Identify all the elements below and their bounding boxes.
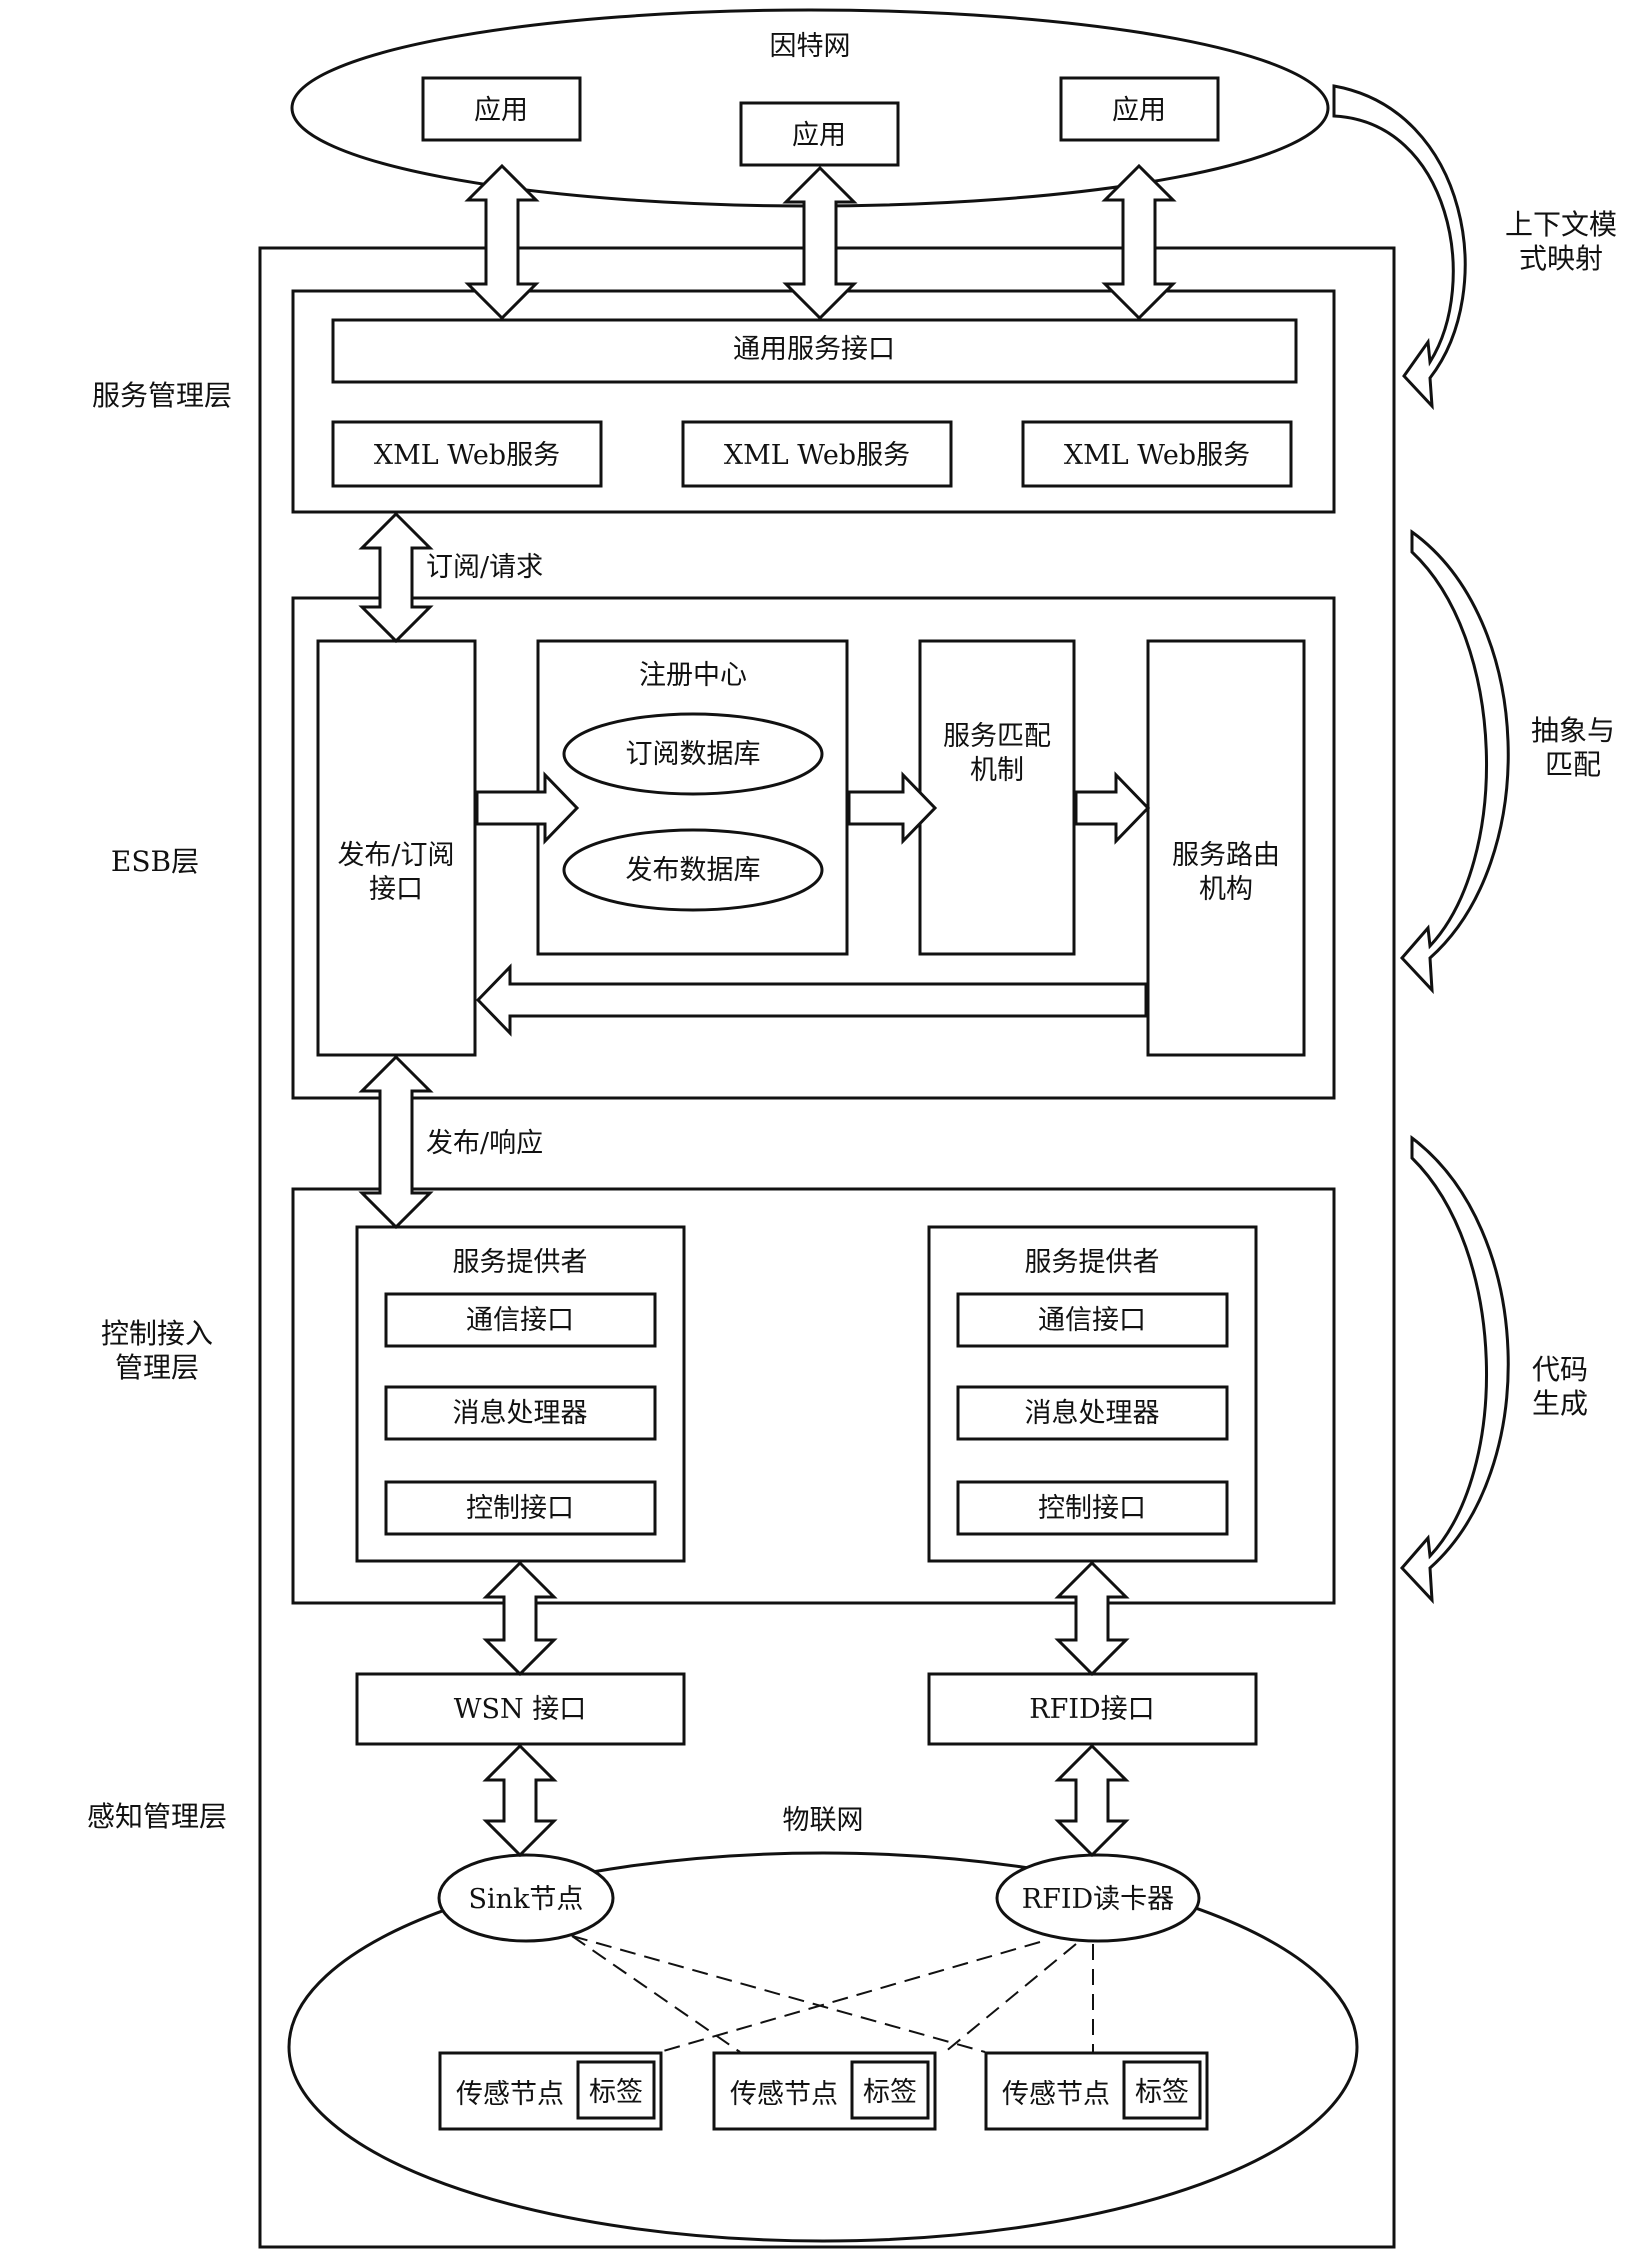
tag-box-1 (576, 2060, 656, 2120)
curved-arrow-code-generation (1399, 1134, 1510, 1605)
web-service-label-3: XML Web服务 (1064, 440, 1250, 471)
message-processor-label-2: 消息处理器 (1025, 1398, 1160, 1429)
sensor-node-label-3: 传感节点 (1002, 2079, 1110, 2110)
tag-label-2: 标签 (863, 2077, 917, 2108)
sensor-node-label-2: 传感节点 (730, 2079, 838, 2110)
side-label-context-mapping-line1: 上下文模 (1505, 208, 1617, 241)
rfid-reader-ellipse (995, 1853, 1201, 1943)
side-label-abstraction-line2: 匹配 (1545, 748, 1601, 781)
side-label-code-generation-line2: 生成 (1532, 1387, 1588, 1420)
control-interface-label-2: 控制接口 (1038, 1493, 1146, 1524)
double-arrow-app2-to-service-interface (782, 165, 858, 321)
double-arrow-provider2-to-rfid (1054, 1560, 1130, 1677)
iot-title: 物联网 (783, 1805, 864, 1836)
double-arrow-provider1-to-wsn (482, 1560, 558, 1677)
web-service-box-2 (681, 420, 953, 488)
web-service-box-1 (331, 420, 603, 488)
double-arrow-app3-to-service-interface (1101, 163, 1177, 321)
iot-ellipse (287, 1851, 1359, 2243)
rfid-interface-box (927, 1672, 1258, 1746)
pubsub-interface-label-line1: 发布/订阅 (337, 840, 454, 871)
layer-label-control-access-line2: 管理层 (115, 1351, 199, 1384)
comm-interface-box-1 (384, 1292, 657, 1348)
layer-label-esb: ESB层 (111, 845, 199, 878)
tag-label-1: 标签 (589, 2077, 643, 2108)
app-box-3 (1059, 76, 1220, 142)
side-label-code-generation-line1: 代码 (1532, 1353, 1588, 1386)
web-service-label-1: XML Web服务 (374, 440, 560, 471)
publish-db-label: 发布数据库 (626, 855, 761, 886)
curved-arrow-context-mapping (1332, 84, 1467, 411)
common-service-interface-label: 通用服务接口 (733, 334, 895, 365)
arrow-routing-to-pubsub (475, 963, 1148, 1037)
internet-title: 因特网 (770, 31, 851, 62)
pubsub-interface-label-line2: 接口 (369, 874, 423, 905)
service-routing-box (1146, 639, 1306, 1057)
sink-node-ellipse (437, 1853, 615, 1943)
rfid-reader-label: RFID读卡器 (1022, 1884, 1174, 1915)
web-service-label-2: XML Web服务 (724, 440, 910, 471)
double-arrow-app1-to-service-interface (464, 163, 540, 321)
double-arrow-service-to-esb (358, 511, 434, 644)
service-routing-label-line2: 机构 (1199, 874, 1253, 905)
dashed-link-sink-to-node3 (571, 1935, 986, 2053)
service-provider-title-1: 服务提供者 (453, 1247, 588, 1278)
control-interface-box-2 (956, 1480, 1229, 1536)
dashed-link-reader-to-node1 (659, 1941, 1041, 2053)
pubsub-interface-box (316, 639, 477, 1057)
layer-label-perception-management: 感知管理层 (87, 1800, 227, 1833)
arrow-pubsub-to-registry (475, 771, 580, 845)
comm-interface-label-1: 通信接口 (466, 1305, 574, 1336)
service-matching-label-line1: 服务匹配 (943, 721, 1051, 752)
comm-interface-label-2: 通信接口 (1038, 1305, 1146, 1336)
control-interface-box-1 (384, 1480, 657, 1536)
message-processor-box-1 (384, 1385, 657, 1441)
vertical-double-arrows (358, 163, 1177, 1858)
arrow-registry-to-matching (847, 771, 938, 845)
side-label-abstraction-line1: 抽象与 (1531, 714, 1615, 747)
subscription-db-ellipse (562, 712, 824, 796)
side-label-context-mapping-line2: 式映射 (1519, 242, 1603, 275)
service-provider-title-2: 服务提供者 (1025, 1247, 1160, 1278)
tag-box-2 (850, 2060, 930, 2120)
service-routing-label-line1: 服务路由 (1172, 840, 1280, 871)
wsn-interface-box (355, 1672, 686, 1746)
sensor-node-label-1: 传感节点 (456, 2079, 564, 2110)
sink-node-label: Sink节点 (469, 1884, 584, 1915)
subscribe-request-label: 订阅/请求 (426, 552, 543, 583)
publish-db-ellipse (562, 828, 824, 912)
control-interface-label-1: 控制接口 (466, 1493, 574, 1524)
dashed-link-reader-to-node2 (944, 1943, 1077, 2053)
message-processor-label-1: 消息处理器 (453, 1398, 588, 1429)
subscription-db-label: 订阅数据库 (626, 739, 761, 770)
wsn-interface-label: WSN 接口 (454, 1694, 586, 1725)
web-service-box-3 (1021, 420, 1293, 488)
publish-response-label: 发布/响应 (426, 1128, 543, 1159)
curved-arrow-abstraction (1399, 529, 1510, 995)
tag-label-3: 标签 (1135, 2077, 1189, 2108)
service-matching-label-line2: 机制 (970, 755, 1024, 786)
registry-center-title: 注册中心 (639, 660, 747, 691)
double-arrow-rfid-to-reader (1054, 1743, 1130, 1858)
comm-interface-box-2 (956, 1292, 1229, 1348)
layer-label-control-access-line1: 控制接入 (101, 1317, 213, 1350)
app-label-2: 应用 (792, 120, 846, 151)
arrow-matching-to-routing (1074, 771, 1151, 845)
rfid-interface-label: RFID接口 (1029, 1694, 1154, 1725)
message-processor-box-2 (956, 1385, 1229, 1441)
app-box-2 (739, 101, 900, 167)
double-arrow-esb-to-control (358, 1054, 434, 1230)
service-matching-box (918, 639, 1076, 956)
app-box-1 (421, 76, 582, 142)
dashed-link-sink-to-node2 (571, 1935, 741, 2053)
common-service-interface-box (331, 318, 1298, 384)
layer-label-service-management: 服务管理层 (92, 379, 232, 412)
double-arrow-wsn-to-sink (482, 1743, 558, 1858)
app-label-3: 应用 (1112, 95, 1166, 126)
tag-box-3 (1122, 2060, 1202, 2120)
app-label-1: 应用 (474, 95, 528, 126)
